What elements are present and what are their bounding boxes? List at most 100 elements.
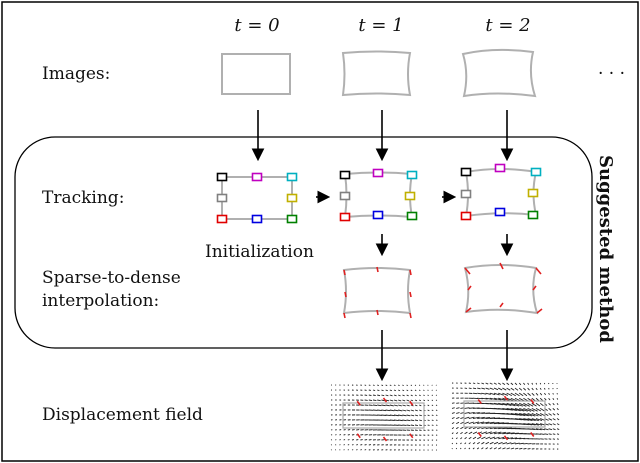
field-vector xyxy=(548,397,551,401)
field-vector xyxy=(489,441,494,445)
field-vector xyxy=(531,387,534,391)
field-vector xyxy=(539,397,543,401)
field-vector xyxy=(451,417,455,419)
field-vector xyxy=(489,387,494,390)
field-vector xyxy=(393,419,399,422)
tracker-marker-1 xyxy=(216,172,228,182)
field-vector xyxy=(518,382,522,386)
field-vector xyxy=(406,384,408,387)
initialization-label: Initialization xyxy=(205,242,314,262)
field-vector xyxy=(556,398,559,400)
field-vector xyxy=(535,387,538,391)
field-vector xyxy=(548,423,553,426)
field-vector xyxy=(510,387,515,391)
field-vector xyxy=(377,384,379,386)
field-vector xyxy=(410,384,413,386)
field-vector xyxy=(485,382,489,385)
field-vector xyxy=(556,433,560,435)
field-vector xyxy=(406,409,411,412)
field-vector xyxy=(468,442,471,445)
field-vector xyxy=(535,402,541,407)
interp-vectors xyxy=(343,262,543,319)
field-vector xyxy=(423,389,425,391)
tracking-frame-t2 xyxy=(460,163,542,221)
field-vector xyxy=(498,431,506,435)
field-vector xyxy=(464,431,468,435)
field-vector xyxy=(393,399,398,402)
field-vector xyxy=(531,402,537,407)
field-vector xyxy=(485,436,491,440)
field-vector xyxy=(498,392,504,396)
sparse-vector xyxy=(499,262,504,270)
field-vector xyxy=(456,421,460,425)
field-vector xyxy=(476,436,481,440)
field-vector xyxy=(381,394,385,397)
field-vector xyxy=(502,407,513,411)
field-vector xyxy=(506,387,511,391)
tracker-marker-4 xyxy=(216,193,228,203)
sparse-vector xyxy=(409,269,412,276)
field-vector xyxy=(510,447,515,450)
field-vector xyxy=(418,394,421,397)
field-vector xyxy=(498,402,508,406)
field-vector xyxy=(472,412,480,414)
tracking-label: Tracking: xyxy=(42,188,124,208)
field-vector xyxy=(489,447,493,450)
field-vector xyxy=(493,431,502,435)
field-vector xyxy=(514,382,518,386)
ellipsis: · · · xyxy=(598,64,625,84)
field-vector xyxy=(398,409,403,412)
sparse-vector xyxy=(409,291,412,298)
field-vector xyxy=(539,407,545,412)
field-vector xyxy=(427,399,430,402)
field-vector xyxy=(502,382,506,386)
field-vector xyxy=(419,409,422,412)
field-vector xyxy=(535,397,540,402)
tracker-marker-8 xyxy=(527,210,539,220)
field-vector xyxy=(435,409,438,411)
field-vector xyxy=(543,387,546,390)
field-vector xyxy=(548,402,551,406)
field-vector xyxy=(548,408,552,411)
anchor-vector xyxy=(356,433,361,439)
field-vector xyxy=(414,384,417,386)
field-vector xyxy=(506,447,510,450)
field-vector xyxy=(481,421,490,425)
field-vector xyxy=(535,428,542,431)
field-vector xyxy=(393,384,396,387)
tracker-marker-4 xyxy=(460,189,472,199)
field-vector xyxy=(385,409,391,412)
field-vector xyxy=(502,402,512,406)
field-vector xyxy=(385,399,390,402)
field-vector xyxy=(460,442,462,445)
field-vector xyxy=(385,384,388,387)
anchor-vector xyxy=(503,395,509,401)
suggested-method-box xyxy=(14,136,593,349)
field-vector xyxy=(455,432,459,435)
sparse-vector xyxy=(344,291,347,298)
field-frame xyxy=(463,400,546,428)
field-vector xyxy=(472,416,480,419)
field-vector xyxy=(472,421,480,425)
field-vector xyxy=(552,392,554,395)
field-vector xyxy=(544,397,547,401)
field-vector xyxy=(510,382,514,386)
field-vector xyxy=(460,421,465,425)
field-vector xyxy=(510,413,522,416)
field-vector xyxy=(514,392,520,397)
field-vector xyxy=(398,384,400,387)
image-frame-t2 xyxy=(461,48,537,98)
field-vector xyxy=(481,416,491,419)
field-vector xyxy=(389,409,395,412)
field-vector xyxy=(493,392,500,396)
field-vector xyxy=(498,397,506,401)
field-vector xyxy=(455,437,458,440)
field-vector xyxy=(485,392,491,395)
field-vector xyxy=(548,413,552,416)
field-vector xyxy=(514,387,519,391)
field-vector xyxy=(385,389,388,392)
tracker-marker-8 xyxy=(286,214,298,224)
field-vector xyxy=(519,413,529,417)
field-vector xyxy=(372,399,377,402)
